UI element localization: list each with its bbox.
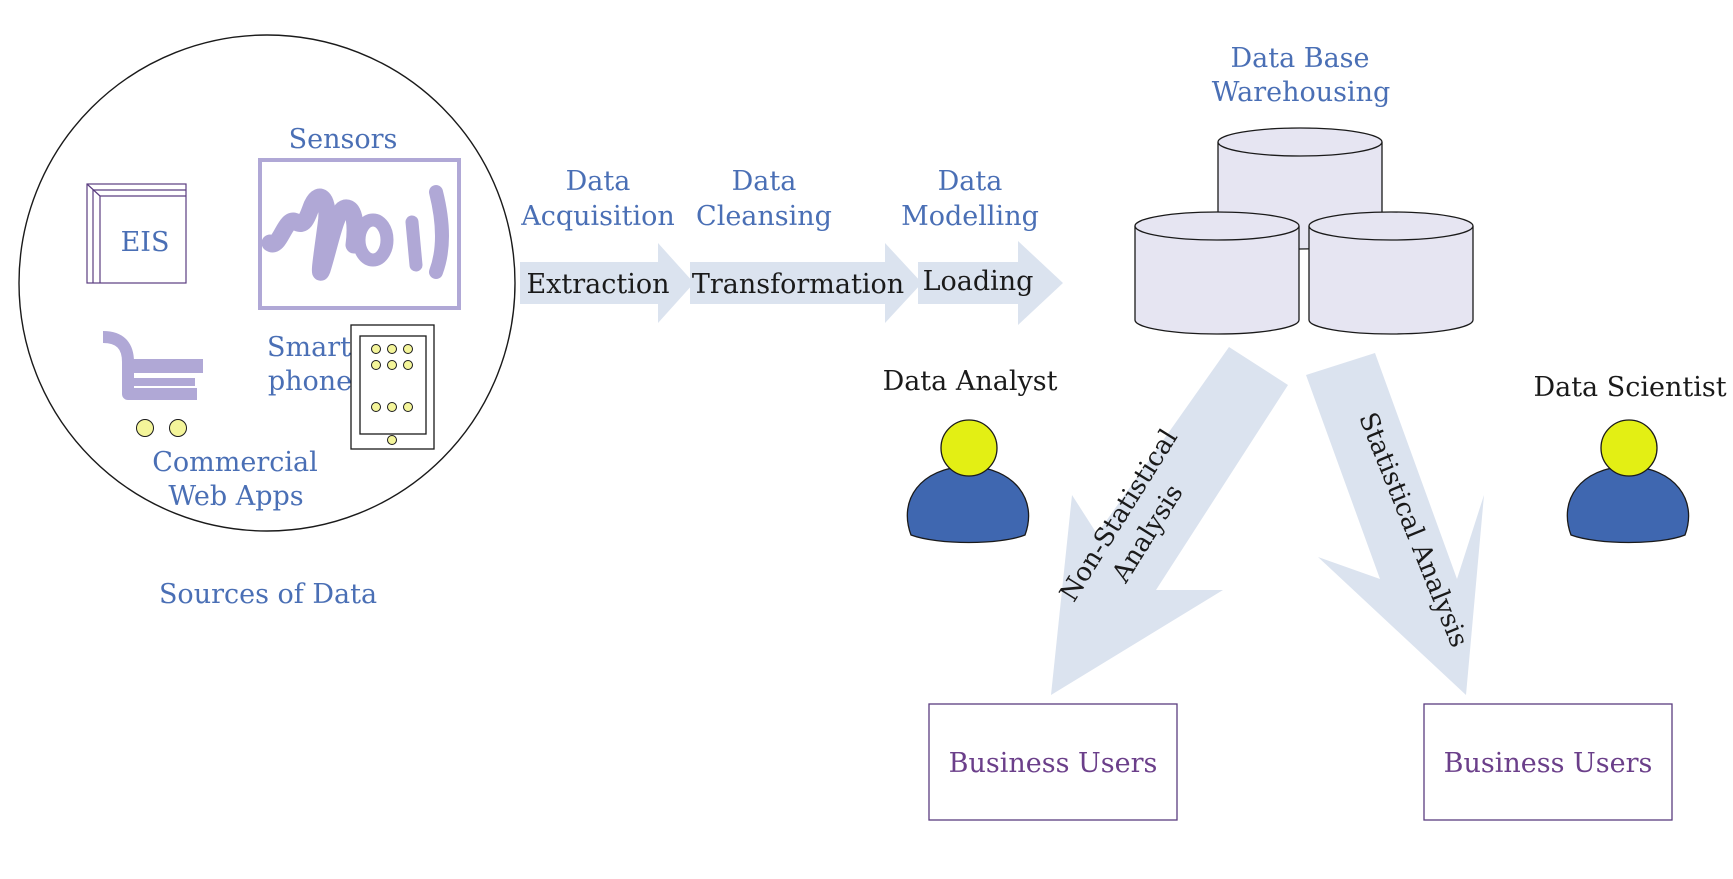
person-icon bbox=[906, 419, 1030, 544]
transformation-arrow bbox=[690, 243, 922, 323]
extraction-arrow bbox=[520, 243, 694, 323]
loading-arrow bbox=[918, 241, 1063, 325]
database-icon bbox=[1134, 127, 1474, 335]
sources-circle bbox=[18, 34, 516, 532]
business-users-left-label: Business Users bbox=[949, 748, 1158, 779]
scientist-label: Data Scientist bbox=[1533, 372, 1726, 403]
smartphone-label-line2: phone bbox=[268, 366, 352, 397]
person-icon bbox=[1566, 419, 1690, 544]
extraction-label: Extraction bbox=[526, 269, 669, 300]
sensor-wave-icon bbox=[258, 158, 461, 310]
business-users-right-label: Business Users bbox=[1444, 748, 1653, 779]
warehouse-title-line1: Data Base bbox=[1230, 43, 1369, 74]
sources-group: EIS Sensors Smart phone bbox=[18, 34, 516, 610]
etl-pipeline: Data Acquisition Extraction Data Cleansi… bbox=[520, 166, 1063, 325]
monitor-icon bbox=[86, 183, 187, 284]
eis-label: EIS bbox=[121, 227, 170, 258]
stage2-top-line2: Cleansing bbox=[696, 201, 832, 232]
stage1-top-line1: Data bbox=[566, 166, 631, 197]
warehouse-group: Data Base Warehousing bbox=[1134, 43, 1474, 335]
analysis-arrows: Non-Statistical Analysis Statistical Ana… bbox=[1051, 347, 1484, 695]
stage3-top-line2: Modelling bbox=[901, 201, 1039, 232]
smartphone-label-line1: Smart bbox=[267, 332, 351, 363]
stage3-top-line1: Data bbox=[938, 166, 1003, 197]
non-statistical-arrow bbox=[1051, 347, 1288, 695]
data-scientist: Data Scientist bbox=[1533, 372, 1727, 544]
sensors-label: Sensors bbox=[289, 124, 398, 155]
smartphone-icon bbox=[350, 324, 435, 450]
webapps-label-line2: Web Apps bbox=[168, 481, 303, 512]
sources-caption: Sources of Data bbox=[159, 579, 377, 610]
loading-label: Loading bbox=[923, 266, 1034, 297]
data-analyst: Data Analyst bbox=[883, 366, 1058, 544]
stage2-top-line1: Data bbox=[732, 166, 797, 197]
stage1-top-line2: Acquisition bbox=[520, 201, 675, 232]
analyst-label: Data Analyst bbox=[883, 366, 1058, 397]
business-users-left: Business Users bbox=[928, 703, 1178, 821]
webapps-label-line1: Commercial bbox=[152, 447, 318, 478]
statistical-arrow bbox=[1306, 353, 1484, 695]
business-users-right: Business Users bbox=[1423, 703, 1673, 821]
shopping-cart-icon bbox=[102, 331, 203, 437]
transformation-label: Transformation bbox=[692, 269, 904, 300]
warehouse-title-line2: Warehousing bbox=[1212, 77, 1391, 108]
